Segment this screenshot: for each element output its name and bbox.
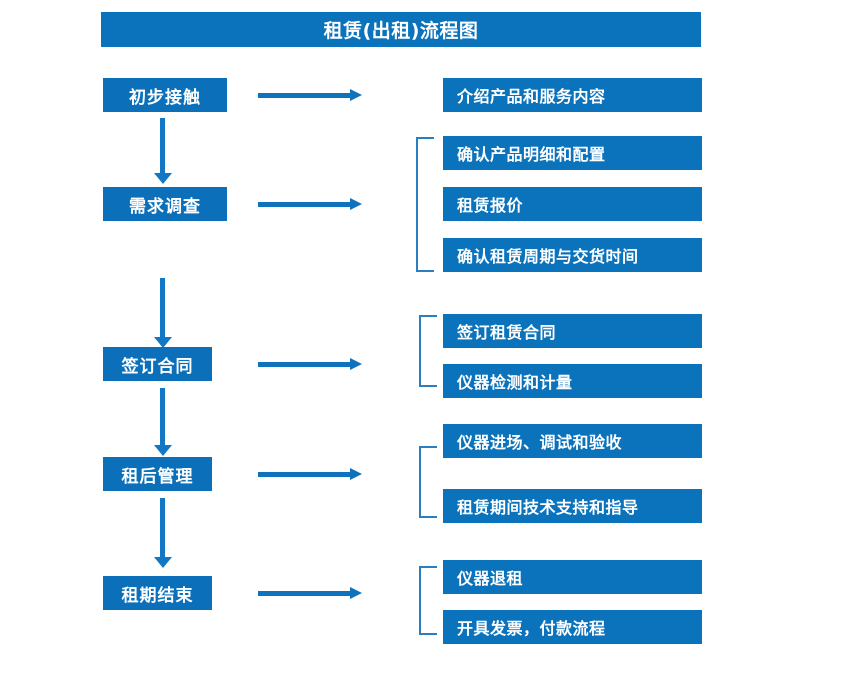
stage-box-1[interactable]: 初步接触 [103,78,227,112]
arrow-shaft [160,118,165,174]
connector-arrow-4-to-5 [154,498,172,568]
stage-box-4[interactable]: 租后管理 [103,457,212,491]
detail-box-1-1[interactable]: 介绍产品和服务内容 [443,78,702,112]
detail-box-5-1[interactable]: 仪器退租 [443,560,702,594]
detail-box-2-1[interactable]: 确认产品明细和配置 [443,136,702,170]
arrow-head [350,358,362,370]
arrow-stage-2-to-details [258,197,362,211]
arrow-head [154,173,172,184]
group-bracket-3 [419,315,437,387]
detail-box-3-2[interactable]: 仪器检测和计量 [443,364,702,398]
arrow-stage-1-to-details [258,88,362,102]
arrow-shaft [258,591,350,596]
arrow-shaft [258,93,350,98]
arrow-shaft [160,278,165,338]
arrow-head [350,198,362,210]
arrow-head [350,468,362,480]
detail-box-4-2[interactable]: 租赁期间技术支持和指导 [443,489,702,523]
detail-box-3-1[interactable]: 签订租赁合同 [443,314,702,348]
stage-box-2[interactable]: 需求调查 [103,187,227,221]
group-bracket-2 [416,137,434,272]
detail-box-5-2[interactable]: 开具发票，付款流程 [443,610,702,644]
arrow-head [154,337,172,348]
arrow-stage-5-to-details [258,586,362,600]
stage-box-3[interactable]: 签订合同 [103,347,212,381]
arrow-head [350,89,362,101]
arrow-stage-4-to-details [258,467,362,481]
connector-arrow-2-to-3 [154,278,172,348]
arrow-head [154,445,172,456]
arrow-stage-3-to-details [258,357,362,371]
group-bracket-5 [419,566,437,635]
arrow-shaft [258,362,350,367]
detail-box-2-2[interactable]: 租赁报价 [443,187,702,221]
arrow-shaft [258,472,350,477]
arrow-head [154,557,172,568]
group-bracket-4 [419,446,437,518]
arrow-head [350,587,362,599]
arrow-shaft [258,202,350,207]
detail-box-2-3[interactable]: 确认租赁周期与交货时间 [443,238,702,272]
arrow-shaft [160,498,165,558]
connector-arrow-1-to-2 [154,118,172,184]
stage-box-5[interactable]: 租期结束 [103,576,212,610]
detail-box-4-1[interactable]: 仪器进场、调试和验收 [443,424,702,458]
arrow-shaft [160,388,165,446]
diagram-title: 租赁(出租)流程图 [101,12,701,47]
connector-arrow-3-to-4 [154,388,172,456]
